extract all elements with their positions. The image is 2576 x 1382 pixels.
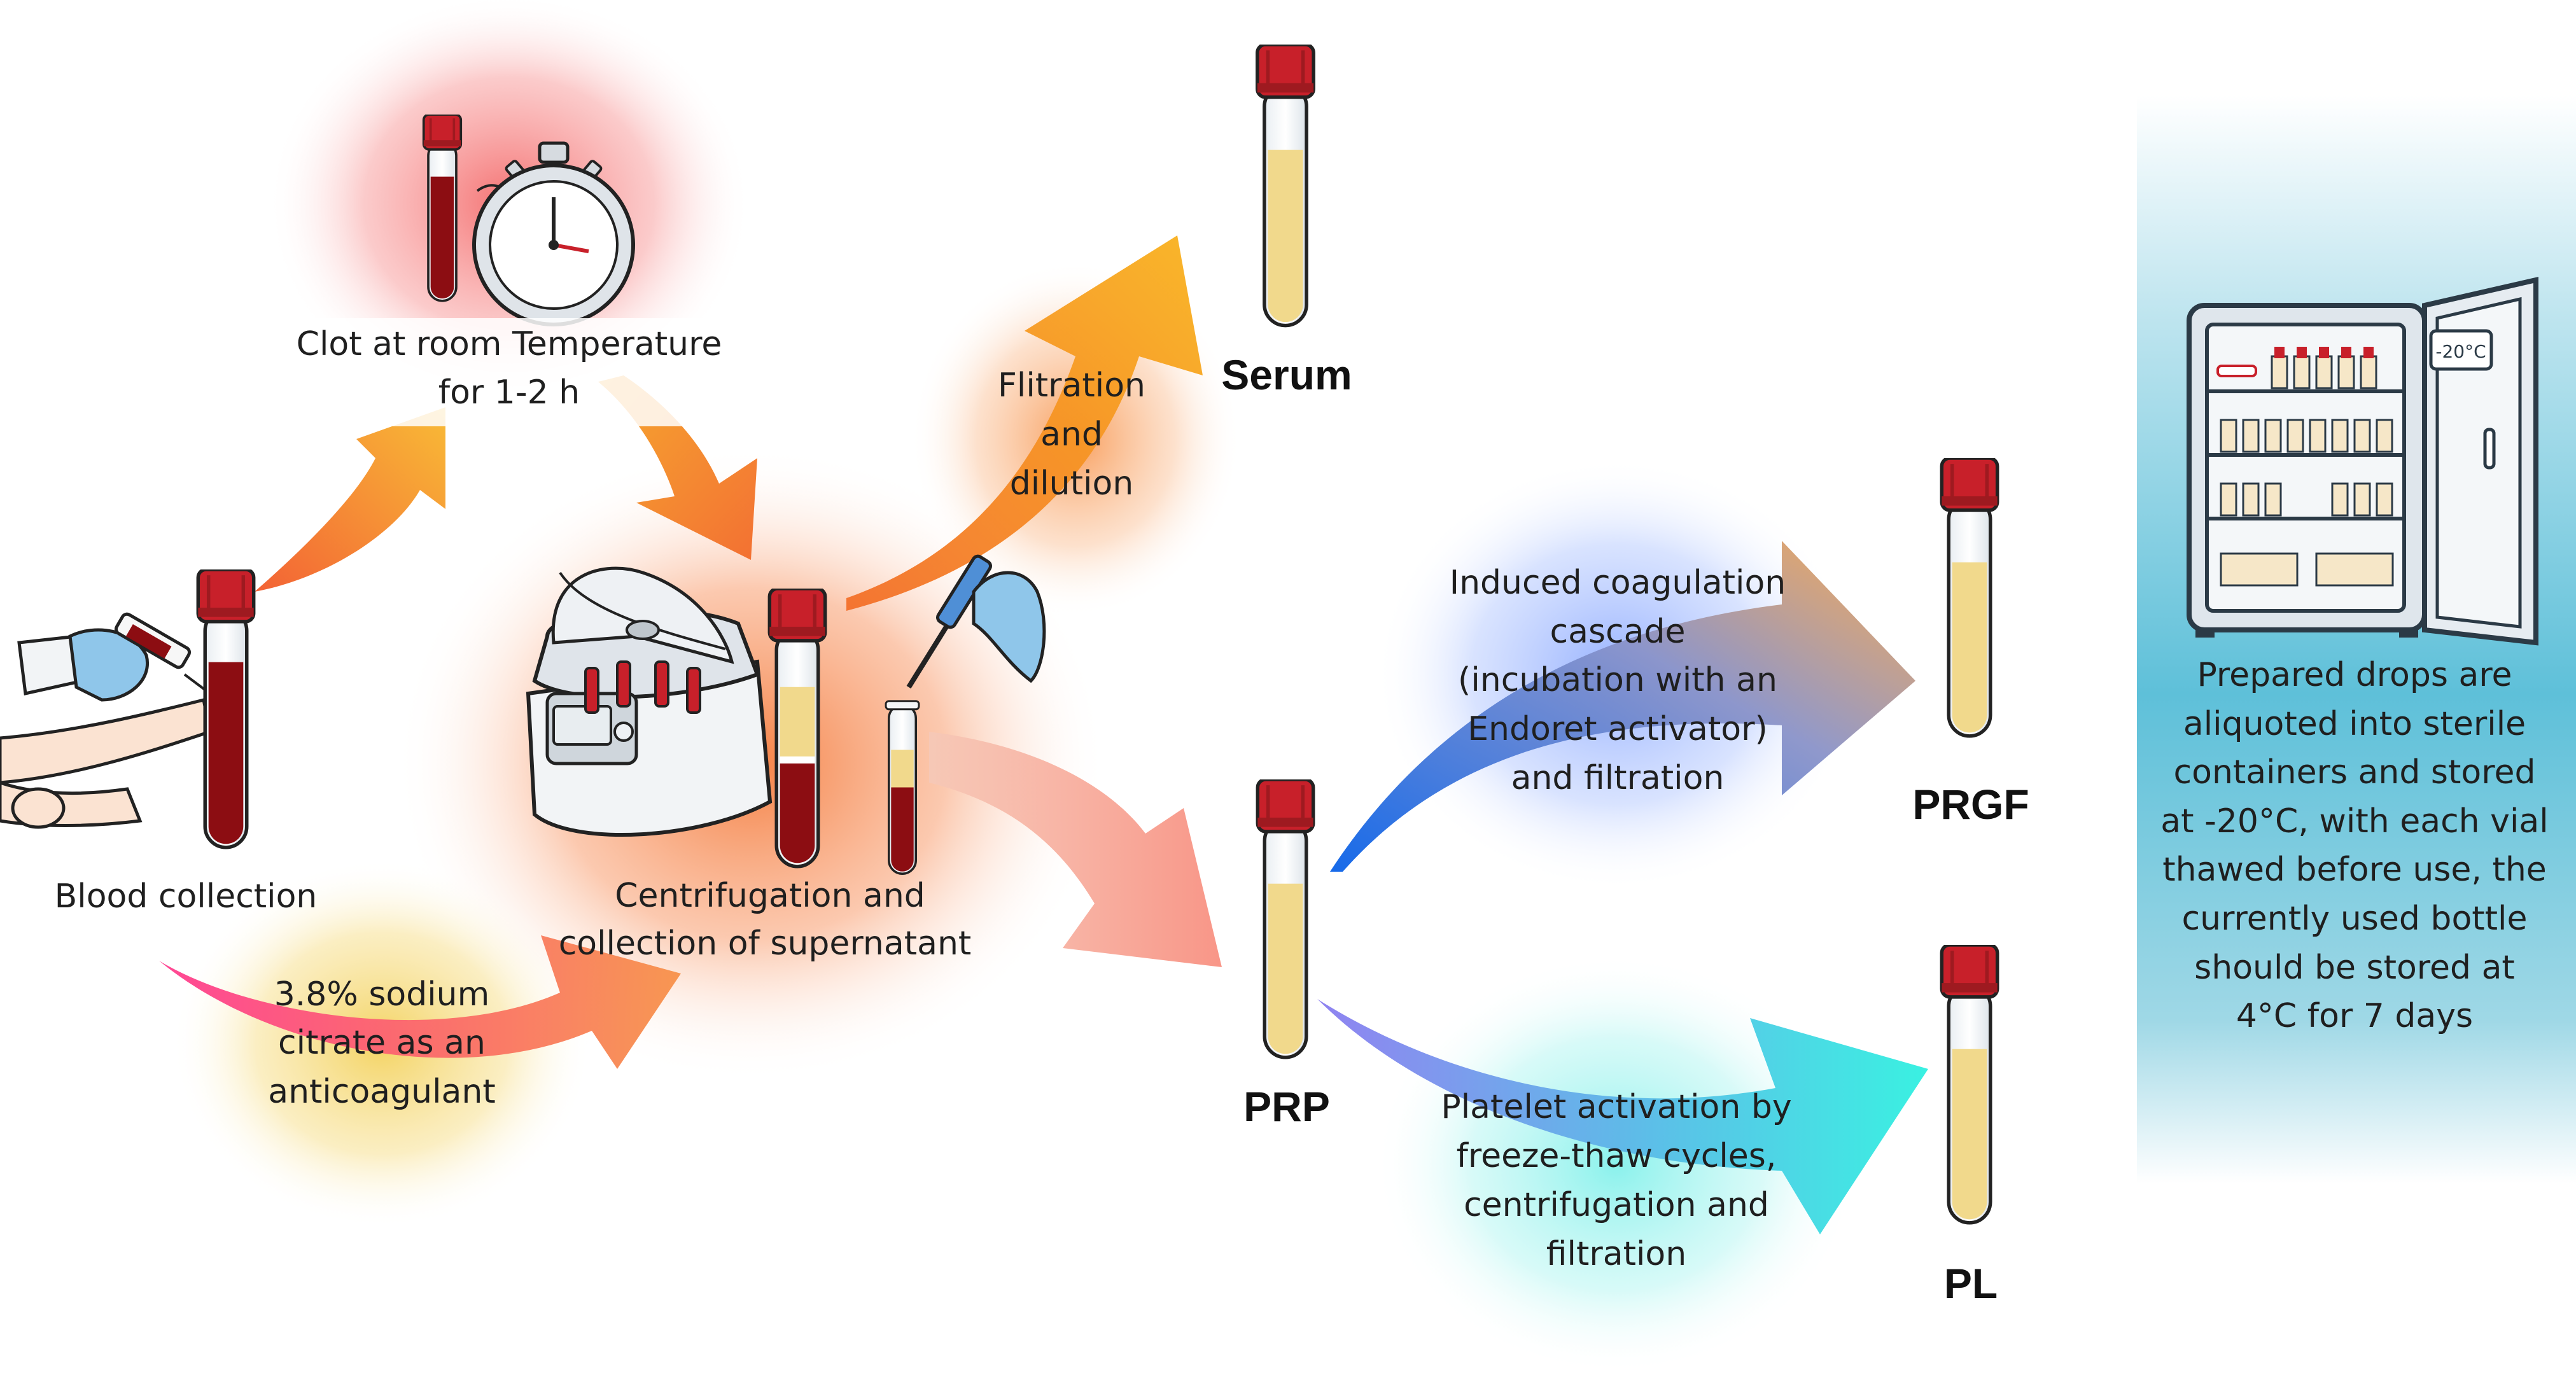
clot-tube (424, 115, 461, 301)
arrow-to-serum (846, 235, 1203, 611)
label-coagulation-line5: and filtration (1511, 759, 1725, 797)
label-storage-line1: Prepared drops are (2197, 656, 2512, 694)
label-coagulation-line2: cascade (1550, 613, 1685, 651)
centrifuged-tube (769, 589, 825, 867)
glow-platelet (1375, 954, 1858, 1374)
label-filtration-line2: and (1040, 415, 1103, 454)
label-coagulation-line1: Induced coagulation (1450, 564, 1786, 602)
hand-syringe-icon (17, 612, 211, 702)
label-serum: Serum (1221, 351, 1352, 398)
label-filtration-line1: Flitration (998, 366, 1145, 405)
label-citrate-line2: citrate as an (278, 1024, 486, 1062)
label-storage-line6: currently used bottle (2182, 900, 2528, 938)
clot-label-bg (286, 318, 732, 426)
arm-icon (0, 697, 212, 829)
label-filtration-line3: dilution (1010, 464, 1133, 503)
pl-tube (1942, 945, 1997, 1223)
label-pl: PL (1944, 1260, 1998, 1307)
arrow-to-pl (1317, 999, 1928, 1234)
label-coagulation-line3: (incubation with an (1458, 661, 1777, 699)
label-platelet-line3: centrifugation and (1464, 1186, 1769, 1224)
blood-tube (198, 569, 253, 848)
label-storage-line7: should be stored at (2194, 949, 2515, 987)
label-centrifugation-line1: Centrifugation and (615, 877, 925, 915)
stopwatch-icon (472, 141, 635, 326)
prgf-tube (1942, 458, 1997, 736)
freezer-display: -20°C (2435, 341, 2486, 362)
label-coagulation-line4: Endoret activator) (1467, 710, 1768, 748)
arrow-citrate (159, 935, 681, 1069)
label-platelet-line4: filtration (1546, 1235, 1686, 1273)
arrow-to-prgf (1330, 541, 1915, 872)
label-platelet-line2: freeze-thaw cycles, (1457, 1137, 1777, 1175)
freezer-icon: -20°C (2187, 276, 2538, 646)
label-storage-line2: aliquoted into sterile (2183, 705, 2526, 743)
arrow-to-prp (929, 732, 1222, 967)
supernatant-tube (886, 701, 919, 874)
label-storage-line3: containers and stored (2174, 753, 2536, 792)
label-blood-collection: Blood collection (55, 877, 318, 916)
pipette-hand-icon (906, 554, 1046, 689)
centrifuge-icon (526, 566, 773, 837)
label-platelet-line1: Platelet activation by (1441, 1088, 1791, 1126)
label-centrifugation-line2: collection of supernatant (559, 925, 972, 963)
prp-tube (1257, 779, 1313, 1057)
label-clot-line1: Clot at room Temperature (297, 325, 722, 363)
label-storage-line8: 4°C for 7 days (2236, 997, 2473, 1035)
serum-tube (1257, 45, 1313, 326)
arrow-to-clot (255, 407, 445, 592)
label-citrate-line1: 3.8% sodium (274, 975, 490, 1014)
label-storage-line4: at -20°C, with each vial (2160, 802, 2548, 841)
label-prgf: PRGF (1912, 781, 2029, 828)
label-prp: PRP (1243, 1083, 1330, 1130)
label-storage-line5: thawed before use, the (2162, 851, 2547, 889)
label-clot-line2: for 1-2 h (438, 373, 580, 412)
label-citrate-line3: anticoagulant (268, 1073, 496, 1111)
